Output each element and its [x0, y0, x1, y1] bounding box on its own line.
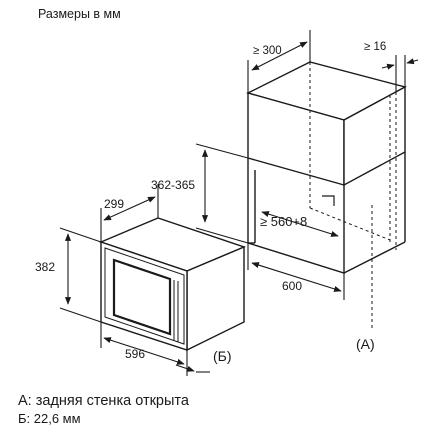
wall-cabinet [246, 61, 407, 330]
dim-opening-width-line [261, 211, 339, 237]
dim-appliance-height-line [59, 227, 102, 323]
dim-cabinet-depth-label: ≥ 300 [253, 45, 282, 57]
dim-appliance-depth-line [100, 184, 159, 242]
dim-opening-height-line [195, 143, 249, 244]
dim-rear-gap-line [381, 55, 419, 92]
legend-b: Б: 22,6 мм [18, 411, 81, 426]
diagram-title: Размеры в мм [38, 7, 121, 21]
dim-b-arrow [175, 364, 210, 373]
marker-a-label: (A) [356, 336, 375, 352]
dim-opening-height-label: 362-365 [151, 178, 195, 192]
dim-opening-width-label: ≥ 560+8 [260, 214, 307, 229]
dim-appliance-width-label: 596 [125, 347, 145, 361]
dim-opening-depth-line [247, 243, 345, 300]
dim-appliance-height-label: 382 [35, 260, 55, 274]
marker-b-label: (Б) [213, 348, 232, 364]
dim-appliance-depth-label: 299 [104, 197, 124, 211]
dim-opening-depth-label: 600 [282, 279, 302, 293]
legend-a: A: задняя стенка открыта [18, 393, 189, 409]
dim-rear-gap-label: ≥ 16 [364, 41, 386, 53]
oven-appliance [99, 217, 246, 352]
dim-cabinet-depth-line [247, 30, 311, 93]
